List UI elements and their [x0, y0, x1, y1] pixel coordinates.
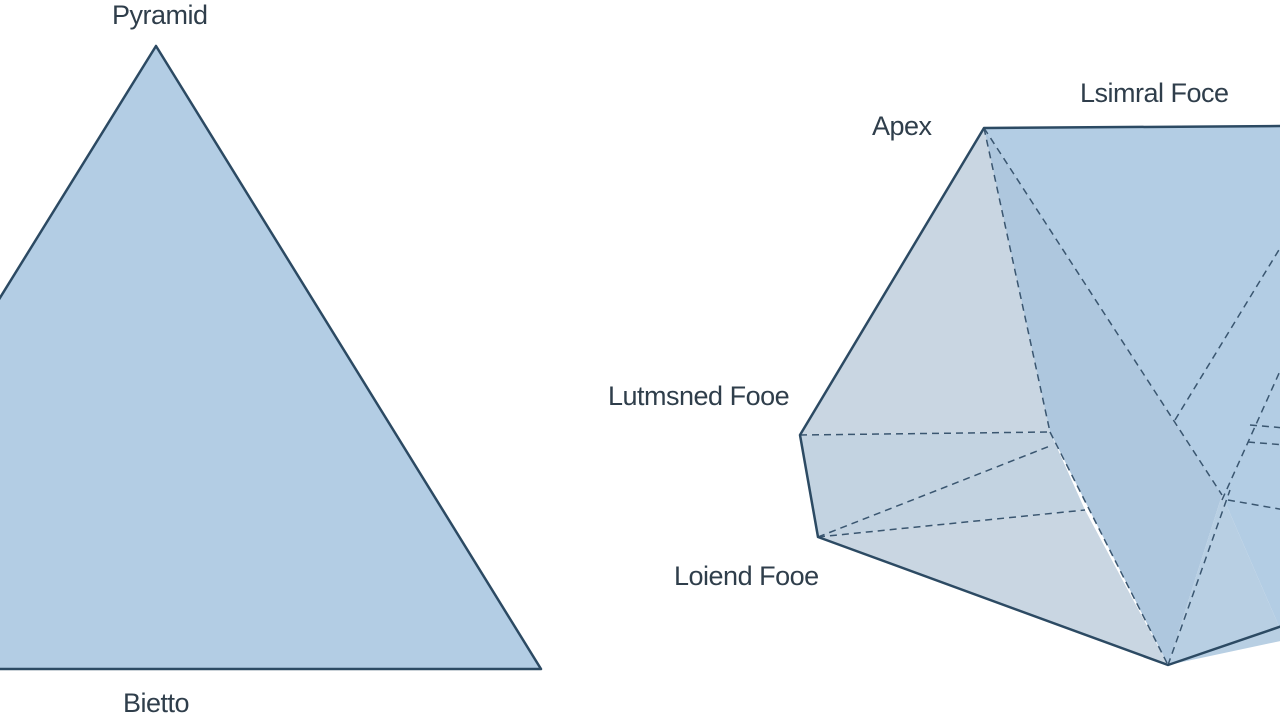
face-top-right — [984, 126, 1280, 629]
face-left-upper — [800, 128, 1050, 435]
face-bottom — [818, 510, 1168, 665]
pyramid-title: Pyramid — [112, 0, 208, 30]
lateral-face-label-bottom: Loiend Fooe — [674, 561, 819, 591]
pyramid-triangle — [0, 44, 543, 671]
lateral-face-label-left: Lutmsned Fooe — [608, 381, 790, 411]
face-left-lower — [800, 432, 1085, 537]
apex-label: Apex — [872, 111, 932, 141]
base-label: Bietto — [123, 688, 190, 718]
face-front — [984, 128, 1222, 665]
hidden-edges — [799, 127, 1280, 666]
lateral-face-label-top: Lsimral Foce — [1080, 78, 1229, 108]
pyramid-outline — [798, 124, 1280, 667]
face-bottom-right — [1168, 495, 1280, 665]
pyramid-3d — [798, 124, 1280, 667]
